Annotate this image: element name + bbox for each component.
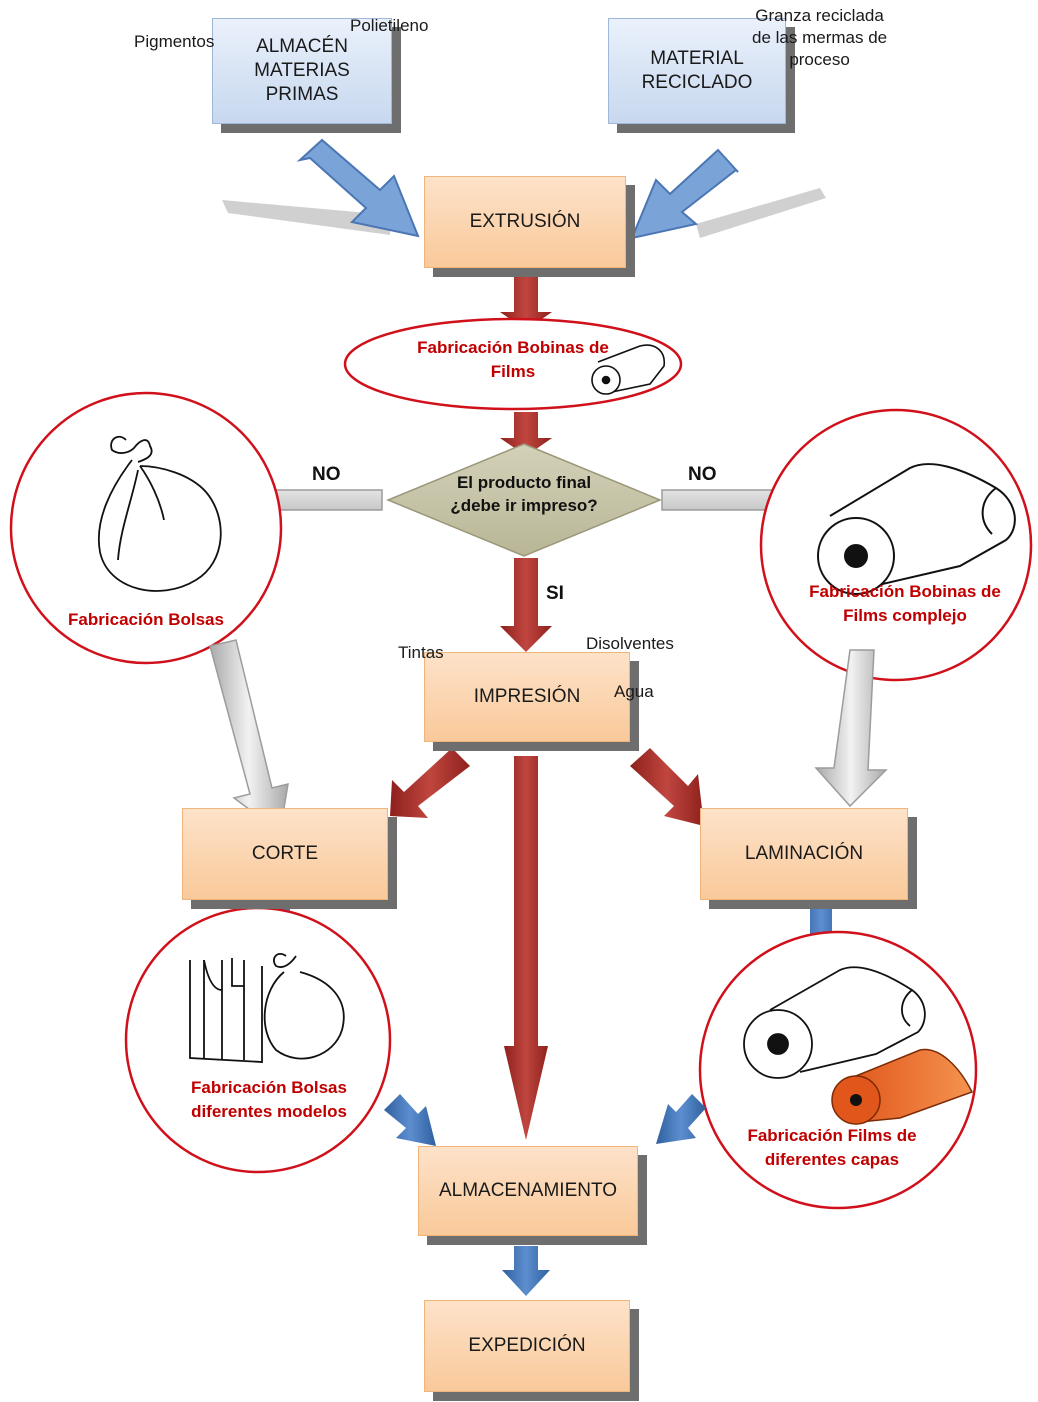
bobinas-films-line-2: Films [490,361,536,381]
decision-diamond [386,443,662,557]
box-laminacion: LAMINACIÓN [700,808,908,900]
decision-question: El producto final ¿debe ir impreso? [420,472,628,518]
films-capas-line-1: Fabricación Films de [747,1126,917,1145]
arrow-red-impresion-to-corte [390,748,470,818]
box-almacen-materias-primas: ALMACÉN MATERIAS PRIMAS [212,18,392,124]
label-agua: Agua [614,682,654,701]
label-pigmentos: Pigmentos [134,32,215,51]
almacen-line-2: MATERIAS [254,60,350,82]
arrow-gray-bolsas-to-corte [209,639,289,834]
arrow-red-impresion-to-laminacion [630,748,704,826]
bobinas-films-line-1: Fabricación Bobinas de [417,338,609,357]
film-rolls-drawing-bottom [743,966,926,1079]
label-bolsas-modelos: Fabricación Bolsas diferentes modelos [160,1076,378,1124]
circle-bolsas [9,391,283,665]
box-extrusion: EXTRUSIÓN [424,176,626,268]
orange-film-roll-drawing [831,1048,974,1125]
bobinas-complejo-line-2: Films complejo [843,605,967,625]
box-corte: CORTE [182,808,388,900]
label-bobinas-films: Fabricación Bobinas de Films [380,336,646,384]
bobinas-complejo-line-1: Fabricación Bobinas de [809,582,1001,601]
label-si: SI [546,583,564,604]
granza-line-2: de las mermas de [752,28,888,48]
label-no-left: NO [312,464,341,485]
reciclado-line-2: RECICLADO [641,72,753,93]
bag-drawing [98,435,222,592]
bolsas-modelos-line-1: Fabricación Bolsas [191,1078,347,1097]
arrow-red-impresion-to-almacenamiento [504,756,548,1140]
arrow-gray-complejo-to-laminacion [814,649,888,808]
shadow-streak-left [222,200,390,235]
label-granza-reciclada: Granza reciclada de las mermas de proces… [752,5,887,71]
shadow-streak-right [696,188,826,238]
label-disolventes: Disolventes [586,634,674,653]
label-bobinas-complejo: Fabricación Bobinas de Films complejo [792,580,1018,628]
arrow-blue-bolsas-modelos-to-almacenamiento [384,1094,436,1146]
box-almacenamiento: ALMACENAMIENTO [418,1146,638,1236]
granza-line-1: Granza reciclada [755,6,884,25]
box-material-reciclado: MATERIAL RECICLADO [608,18,786,124]
almacen-line-3: PRIMAS [265,83,339,105]
reciclado-line-1: MATERIAL [650,48,744,70]
label-films-capas: Fabricación Films de diferentes capas [722,1124,942,1172]
bolsas-modelos-line-2: diferentes modelos [191,1101,347,1121]
label-fabricacion-bolsas: Fabricación Bolsas [68,610,224,629]
label-polietileno: Polietileno [350,16,429,35]
film-roll-drawing-large [817,463,1016,595]
arrow-blue-from-almacen [296,138,420,238]
granza-line-3: proceso [789,50,850,70]
films-capas-line-2: diferentes capas [764,1149,900,1169]
label-no-right: NO [688,464,717,485]
box-impresion: IMPRESIÓN [424,652,630,742]
label-tintas: Tintas [398,643,444,662]
film-roll-icon-small [591,344,665,395]
box-expedicion: EXPEDICIÓN [424,1300,630,1392]
arrow-blue-from-reciclado [630,148,739,240]
arrow-blue-almacenamiento-to-expedicion [502,1246,550,1296]
decision-line-2: ¿debe ir impreso? [450,495,598,515]
decision-line-1: El producto final [456,473,592,492]
arrow-red-bobinas-to-decision [500,412,552,456]
arrow-blue-films-capas-to-almacenamiento [656,1094,706,1144]
circle-bolsas-modelos [124,906,392,1174]
arrow-red-decision-to-impresion [500,558,552,652]
arrow-red-extrusion-to-bobinas [500,276,552,330]
almacen-line-1: ALMACÉN [256,36,348,58]
bags-models-drawing [189,953,345,1063]
